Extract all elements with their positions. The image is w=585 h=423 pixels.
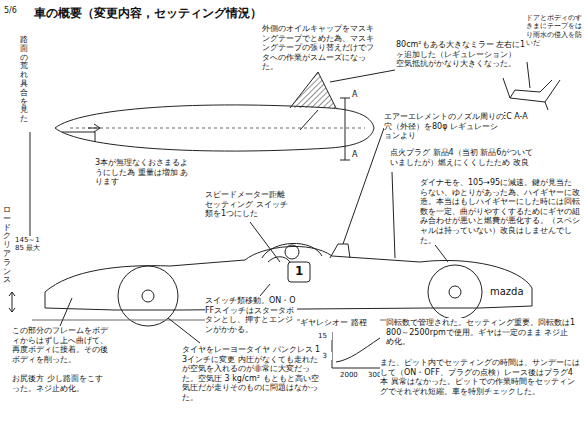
leader-line (250, 222, 280, 262)
tail-fin (290, 72, 336, 108)
annotation: 点火プラグ 新品4（当初 新品6がついていましたが）燃えにくくしたため 改良 (390, 148, 540, 167)
annotation: 145～185 最大 (15, 236, 43, 253)
annotation: 回転数で管理された。セッティング重要。回転数は1800～2500rpmで使用。ギ… (386, 318, 576, 347)
annotation: 外側のオイルキャップをマスキングテープでとめた為、マスキングテープの張り替えだけ… (262, 24, 374, 72)
annotation: 2000 (340, 371, 364, 379)
front-wheel (118, 266, 178, 326)
rear-axle (62, 132, 95, 142)
annotation: ダイナモを、105→95に減速。鍵が見当たらない、ゆとりがあった為、ハイギヤーに… (420, 178, 580, 245)
leader-line (343, 128, 384, 244)
engine-nozzle (330, 244, 350, 258)
section-line (340, 98, 350, 160)
section-sketch (503, 78, 560, 110)
annotation: ギヤレシオー 路程 (300, 318, 380, 328)
annotation: お尻後方 少し路面をこすった。ネジ止め化。 (12, 374, 108, 393)
front-hub (142, 290, 154, 302)
annotation: また、ピット内でセッティングの時間は、サンデーにはして（ON・OFF、プラグの点… (380, 358, 580, 396)
annotation: 5/6 (4, 6, 30, 16)
clearance-arrow (9, 292, 15, 312)
annotation: スピードメーター距離 セッティング スイッチ類を1つにした (205, 190, 295, 219)
annotation: 1 (295, 264, 305, 278)
leader-line (392, 172, 395, 258)
section-leader (527, 62, 530, 88)
graph-curve (336, 338, 380, 362)
annotation: タイヤをレーヨータイヤ パンクレス 13インチに変更 内圧がなくても走れたが空気… (182, 345, 322, 403)
annotation: A (352, 90, 362, 100)
annotation: スイッチ類移動。ON・OFFスイッチはスタータボタンとし、押すとエンジンがかかる… (205, 296, 297, 334)
leader-line (300, 110, 318, 130)
annotation: 80cm²もある大きなミラー 左右に1ヶ追加した（レギュレーション） 空気抵抗が… (396, 40, 526, 69)
annotation: 3本が無理なくおさまるようにした為 重量は増加 あります (95, 158, 195, 187)
page-title: 車の概要（変更内容，セッティング情況） (34, 6, 262, 20)
rear-wheel (428, 265, 482, 319)
vertical-note: 路面の荒れ具合を見た (20, 36, 28, 124)
annotation: 15 (318, 332, 332, 340)
annotation: A (352, 150, 362, 160)
leader-line (60, 298, 72, 326)
annotation: mazda (490, 286, 530, 298)
rear-hub (449, 286, 461, 298)
graph-axes (332, 332, 385, 368)
annotation: エアーエレメントのノズル周りの穴（外径）を80φ レギュレーションより (384, 112, 504, 141)
driver-helmet (285, 245, 299, 259)
annotation: ドアとボディのすきまにテープをはり雨水の侵入を防いだ (526, 14, 582, 48)
top-view-centerline (70, 128, 365, 129)
vertical-note: ロードクリアランス (3, 206, 11, 285)
number-panel (288, 262, 310, 282)
arrow-mark (88, 124, 100, 132)
road-arrow (26, 132, 34, 252)
top-view-body (55, 105, 374, 151)
leader-line (168, 318, 200, 343)
annotation: この部分のフレームをボディからはずし上へ曲げて、再度ボディに接着。その後ボディを… (12, 326, 108, 364)
